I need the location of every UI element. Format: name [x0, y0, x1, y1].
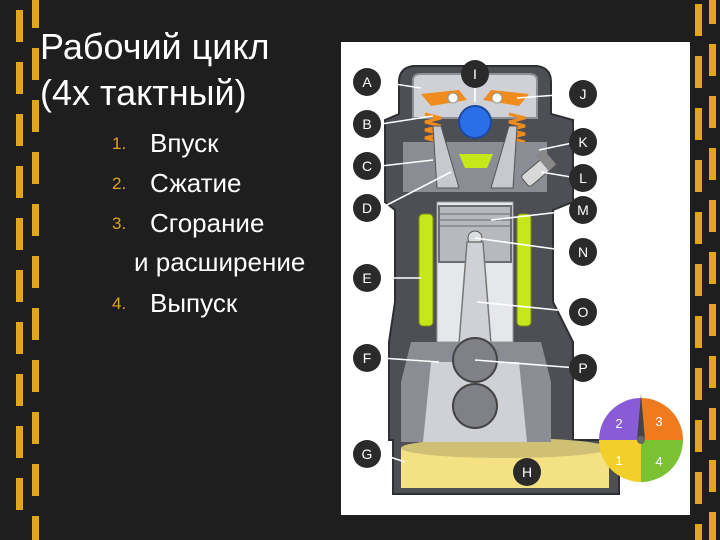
road-stripe-left-2 — [32, 0, 39, 540]
stroke-item-intake: 1. Впуск — [112, 122, 352, 162]
exhaust-valve — [490, 125, 518, 189]
title-line-1: Рабочий цикл — [40, 26, 270, 67]
road-stripe-right-1 — [695, 4, 702, 540]
oil-surface — [401, 438, 609, 458]
svg-text:3: 3 — [655, 414, 662, 429]
stroke-number: 2. — [112, 174, 127, 193]
stroke-label-continuation: и расширение — [134, 247, 306, 277]
stroke-item-compression: 2. Сжатие — [112, 162, 352, 202]
svg-text:H: H — [522, 464, 532, 480]
label-K: K — [569, 128, 597, 156]
label-C: C — [353, 152, 381, 180]
svg-text:C: C — [362, 158, 372, 174]
slide-title: Рабочий цикл (4х тактный) — [40, 24, 270, 116]
callout-lines — [380, 80, 578, 463]
stroke-label: Сгорание — [150, 208, 265, 238]
label-H: H — [513, 458, 541, 486]
label-B: B — [353, 110, 381, 138]
svg-text:1: 1 — [615, 453, 622, 468]
road-stripe-left-1 — [16, 10, 23, 510]
label-F: F — [353, 344, 381, 372]
intake-valve — [432, 125, 460, 189]
svg-text:J: J — [580, 86, 587, 102]
stroke-wheel-segment-1 — [599, 440, 641, 482]
svg-text:L: L — [579, 170, 587, 186]
svg-text:N: N — [578, 244, 588, 260]
svg-text:P: P — [578, 360, 587, 376]
label-M: M — [569, 196, 597, 224]
svg-text:G: G — [362, 446, 373, 462]
coolant-left — [418, 213, 434, 327]
label-L: L — [569, 164, 597, 192]
oil-sump — [401, 448, 609, 488]
svg-text:F: F — [363, 350, 372, 366]
stroke-wheel-segment-2 — [599, 398, 641, 440]
svg-text:O: O — [578, 304, 589, 320]
stroke-wheel-segment-3 — [641, 398, 683, 440]
stroke-wheel: 2 3 1 4 — [599, 394, 683, 482]
combustion-chamber — [459, 154, 493, 168]
svg-text:4: 4 — [655, 454, 662, 469]
stroke-number: 1. — [112, 134, 127, 153]
svg-text:M: M — [577, 202, 589, 218]
stroke-item-exhaust: 4. Выпуск — [112, 282, 352, 322]
title-line-2: (4х тактный) — [40, 72, 247, 113]
camshaft — [458, 105, 492, 139]
stroke-number: 4. — [112, 294, 127, 313]
stroke-label: Впуск — [150, 128, 219, 158]
svg-text:I: I — [473, 66, 477, 82]
spark-plug — [521, 149, 557, 187]
stroke-label: Сжатие — [150, 168, 242, 198]
label-D: D — [353, 194, 381, 222]
svg-text:K: K — [578, 134, 588, 150]
stroke-list: 1. Впуск 2. Сжатие 3. Сгорание и расшире… — [112, 122, 352, 322]
stroke-item-combustion: 3. Сгорание и расширение — [112, 202, 352, 282]
label-O: O — [569, 298, 597, 326]
label-J: J — [569, 80, 597, 108]
engine-cylinder-diagram: A B C D E F G J K L M N O P I H 2 3 1 4 — [341, 42, 690, 515]
svg-text:B: B — [362, 116, 371, 132]
coolant-right — [516, 213, 532, 327]
svg-text:2: 2 — [615, 416, 622, 431]
label-E: E — [353, 264, 381, 292]
crankshaft — [452, 383, 498, 429]
svg-text:D: D — [362, 200, 372, 216]
label-G: G — [353, 440, 381, 468]
road-stripe-right-2 — [709, 0, 716, 540]
stroke-wheel-pointer — [637, 394, 645, 440]
stroke-label: Выпуск — [150, 288, 238, 318]
label-I: I — [461, 60, 489, 88]
label-A: A — [353, 68, 381, 96]
stroke-number: 3. — [112, 214, 127, 233]
label-N: N — [569, 238, 597, 266]
svg-text:A: A — [362, 74, 372, 90]
stroke-wheel-segment-4 — [641, 440, 683, 482]
svg-text:E: E — [362, 270, 371, 286]
label-P: P — [569, 354, 597, 382]
